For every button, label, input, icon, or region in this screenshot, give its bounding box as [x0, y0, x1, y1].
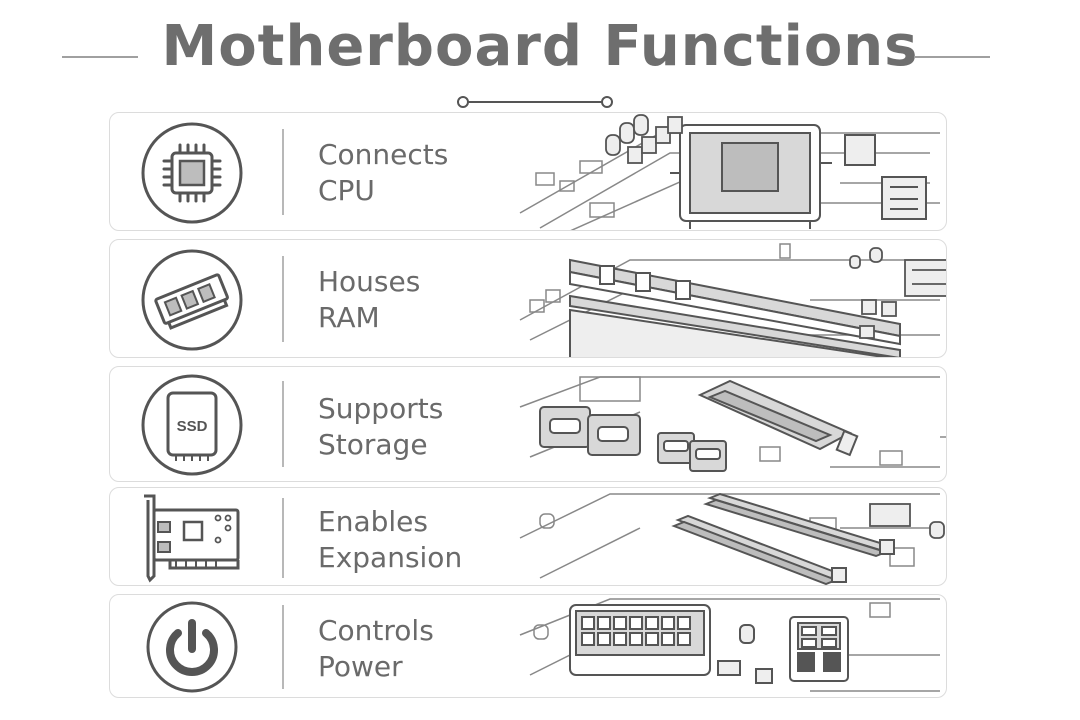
ram-module-icon	[141, 249, 243, 351]
power-button-icon	[146, 601, 238, 693]
label-line-1: Controls	[318, 614, 434, 647]
function-label: Enables Expansion	[318, 504, 462, 576]
function-label: Connects CPU	[318, 137, 448, 209]
function-card-storage: SSD Supports Storage	[109, 366, 947, 482]
ssd-icon-text: SSD	[177, 418, 208, 435]
label-line-2: CPU	[318, 174, 375, 207]
function-card-ram: Houses RAM	[109, 239, 947, 358]
label-line-1: Enables	[318, 505, 428, 538]
label-line-2: Storage	[318, 428, 428, 461]
function-label: Supports Storage	[318, 391, 443, 463]
icon-circle	[140, 121, 244, 225]
ssd-drive-icon: SSD	[141, 374, 243, 476]
cpu-socket-illustration	[519, 114, 940, 230]
label-line-1: Houses	[318, 265, 421, 298]
icon-circle	[140, 248, 244, 352]
icon-circle	[140, 599, 244, 695]
icon-card	[140, 488, 244, 585]
label-line-1: Supports	[318, 392, 444, 425]
row-separator	[282, 498, 284, 578]
title-row: Motherboard Functions	[0, 8, 1080, 108]
label-line-2: RAM	[318, 301, 380, 334]
function-card-power: Controls Power	[109, 594, 947, 698]
row-separator	[282, 256, 284, 342]
row-separator	[282, 381, 284, 467]
ram-slots-illustration	[519, 243, 946, 357]
title-ornament	[457, 96, 613, 108]
row-separator	[282, 605, 284, 689]
row-separator	[282, 129, 284, 215]
title-rule-right	[914, 56, 990, 58]
label-line-2: Power	[318, 650, 403, 683]
function-label: Houses RAM	[318, 264, 420, 336]
function-label: Controls Power	[318, 613, 434, 685]
function-card-cpu: Connects CPU	[109, 112, 947, 231]
pcie-slots-illustration	[519, 492, 945, 585]
page-title: Motherboard Functions	[161, 14, 919, 79]
storage-connectors-illustration	[519, 376, 946, 472]
label-line-1: Connects	[318, 138, 449, 171]
power-connectors-illustration	[519, 598, 940, 692]
cpu-chip-icon	[141, 122, 243, 224]
function-card-expansion: Enables Expansion	[109, 487, 947, 586]
title-rule-left	[62, 56, 138, 58]
expansion-card-icon	[144, 494, 240, 583]
label-line-2: Expansion	[318, 541, 463, 574]
icon-circle: SSD	[140, 373, 244, 477]
